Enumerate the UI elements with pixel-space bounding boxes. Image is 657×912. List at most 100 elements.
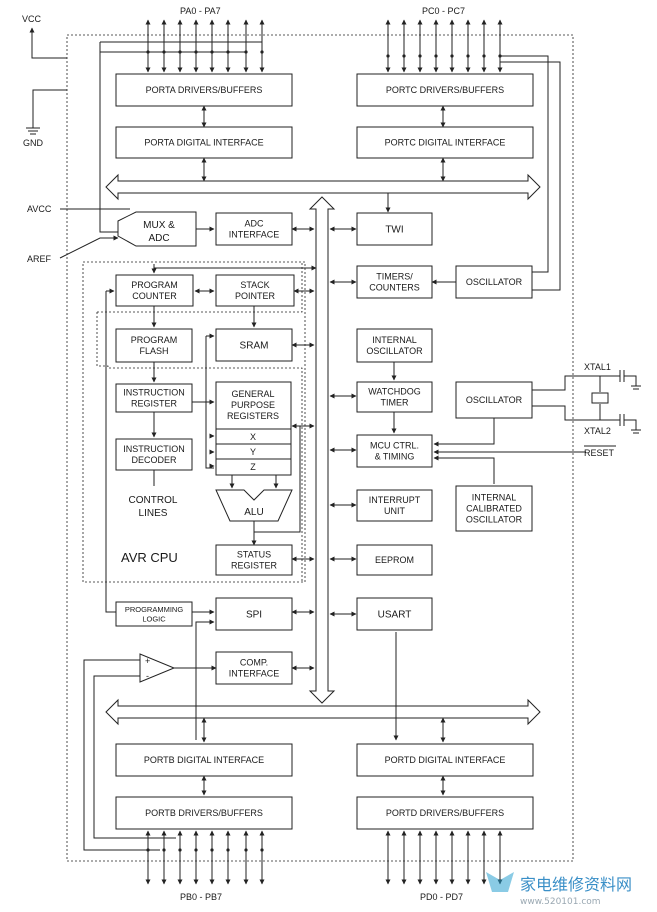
pc-junction-6: [482, 54, 486, 58]
pa-junction-7: [260, 50, 264, 54]
pc-junction-2: [418, 54, 422, 58]
mcu-ctrl-label-1: MCU CTRL.: [370, 441, 419, 451]
portc-drivers-label-1: PORTC DRIVERS/BUFFERS: [386, 85, 504, 95]
program-flash-label-1: PROGRAM: [131, 335, 178, 345]
mcu-ctrl-block: MCU CTRL.& TIMING: [356, 434, 433, 468]
pc-junction-0: [386, 54, 390, 58]
vertical-data-bus: [308, 196, 336, 704]
gpr-label-3: REGISTERS: [227, 411, 279, 421]
comp-minus-label: -: [146, 671, 149, 681]
comp-interface-label-2: INTERFACE: [229, 669, 280, 679]
watchdog-timer-label-2: TIMER: [381, 398, 409, 408]
timers-counters-block: TIMERS/COUNTERS: [356, 265, 433, 299]
avr-cpu-label: AVR CPU: [121, 550, 178, 565]
interrupt-unit-label-1: INTERRUPT: [369, 495, 421, 505]
pc-junction-1: [402, 54, 406, 58]
pb-junction-2: [178, 848, 182, 852]
porta-drivers-block: PORTA DRIVERS/BUFFERS: [115, 73, 293, 107]
internal-calibrated-oscillator-label-3: OSCILLATOR: [466, 515, 523, 525]
internal-calibrated-oscillator-label-2: CALIBRATED: [466, 504, 522, 514]
general-purpose-registers-block: GENERAL PURPOSE REGISTERS X Y Z: [215, 381, 292, 476]
reg-z-label: Z: [250, 462, 256, 472]
portb-drivers-block: PORTB DRIVERS/BUFFERS: [115, 796, 293, 830]
portc-drivers-block: PORTC DRIVERS/BUFFERS: [356, 73, 534, 107]
control-lines-label-1: CONTROL: [129, 495, 178, 506]
watchdog-timer-label-1: WATCHDOG: [368, 387, 421, 397]
control-lines-label-2: LINES: [139, 508, 168, 519]
usart-label-1: USART: [378, 610, 412, 621]
mux-adc-label-2: ADC: [148, 233, 169, 244]
adc-interface-label-2: INTERFACE: [229, 230, 280, 240]
cpu-inner-region: [96, 312, 303, 582]
pb-junction-1: [162, 848, 166, 852]
watermark: 家电维修资料网 www.520101.com: [486, 872, 632, 907]
pa-pins-label: PA0 - PA7: [180, 6, 221, 16]
oscillator-xtal-label-1: OSCILLATOR: [466, 395, 523, 405]
instruction-decoder-label-1: INSTRUCTION: [123, 444, 185, 454]
avcc-label: AVCC: [27, 204, 52, 214]
instruction-decoder-label-2: DECODER: [131, 455, 177, 465]
watermark-name: 家电维修资料网: [520, 875, 632, 894]
interconnects: [105, 105, 586, 796]
mux-adc-label-1: MUX &: [143, 220, 175, 231]
spi-label-1: SPI: [246, 610, 262, 621]
comp-interface-block: COMP.INTERFACE: [215, 651, 293, 685]
mcu-ctrl-label-2: & TIMING: [375, 452, 415, 462]
avcc-pin: AVCC: [27, 204, 130, 214]
portb-interface-label-1: PORTB DIGITAL INTERFACE: [144, 755, 264, 765]
pc-junction-4: [450, 54, 454, 58]
portd-interface-block: PORTD DIGITAL INTERFACE: [356, 743, 534, 777]
pb-pin-lines: [145, 830, 265, 885]
portc-interface-block: PORTC DIGITAL INTERFACE: [356, 126, 534, 159]
timers-counters-label-1: TIMERS/: [376, 272, 413, 282]
aref-label: AREF: [27, 254, 52, 264]
portd-interface-label-1: PORTD DIGITAL INTERFACE: [385, 755, 506, 765]
portd-drivers-label-1: PORTD DRIVERS/BUFFERS: [386, 808, 504, 818]
top-data-bus: [105, 173, 541, 201]
avr-cpu-region: [82, 261, 306, 583]
pd-pins-label: PD0 - PD7: [420, 892, 463, 902]
pb-junction-5: [226, 848, 230, 852]
eeprom-label-1: EEPROM: [375, 555, 414, 565]
chip-outline: [66, 34, 574, 862]
twi-label-1: TWI: [385, 225, 403, 236]
pc-pins-label: PC0 - PC7: [422, 6, 465, 16]
pc-pin-lines: [385, 19, 503, 73]
oscillator-top-block: OSCILLATOR: [455, 265, 533, 299]
stack-pointer-label-2: POINTER: [235, 291, 276, 301]
gnd-label: GND: [23, 138, 44, 148]
portb-interface-block: PORTB DIGITAL INTERFACE: [115, 743, 293, 777]
status-register-label-1: STATUS: [237, 550, 271, 560]
reg-x-label: X: [250, 432, 256, 442]
gpr-label-1: GENERAL: [231, 389, 274, 399]
instruction-register-label-2: REGISTER: [131, 399, 178, 409]
reset-label: RESET: [584, 448, 615, 458]
comp-interface-label-1: COMP.: [240, 658, 268, 668]
portb-drivers-label-1: PORTB DRIVERS/BUFFERS: [145, 808, 263, 818]
twi-block: TWI: [356, 212, 433, 246]
pd-pin-lines: [385, 830, 503, 885]
program-counter-label-2: COUNTER: [132, 291, 177, 301]
aref-pin: AREF: [27, 235, 119, 264]
porta-drivers-label-1: PORTA DRIVERS/BUFFERS: [146, 85, 263, 95]
timers-counters-label-2: COUNTERS: [369, 283, 420, 293]
pb-junction-7: [260, 848, 264, 852]
pa-pin-lines: [145, 19, 265, 73]
program-counter-label-1: PROGRAM: [131, 280, 178, 290]
internal-oscillator-label-2: OSCILLATOR: [366, 346, 423, 356]
xtal1-label: XTAL1: [584, 362, 611, 372]
internal-oscillator-label-1: INTERNAL: [372, 335, 417, 345]
reg-y-label: Y: [250, 447, 256, 457]
instruction-register-label-1: INSTRUCTION: [123, 388, 185, 398]
vcc-pin: VCC: [22, 14, 67, 59]
gnd-pin: GND: [23, 89, 67, 148]
